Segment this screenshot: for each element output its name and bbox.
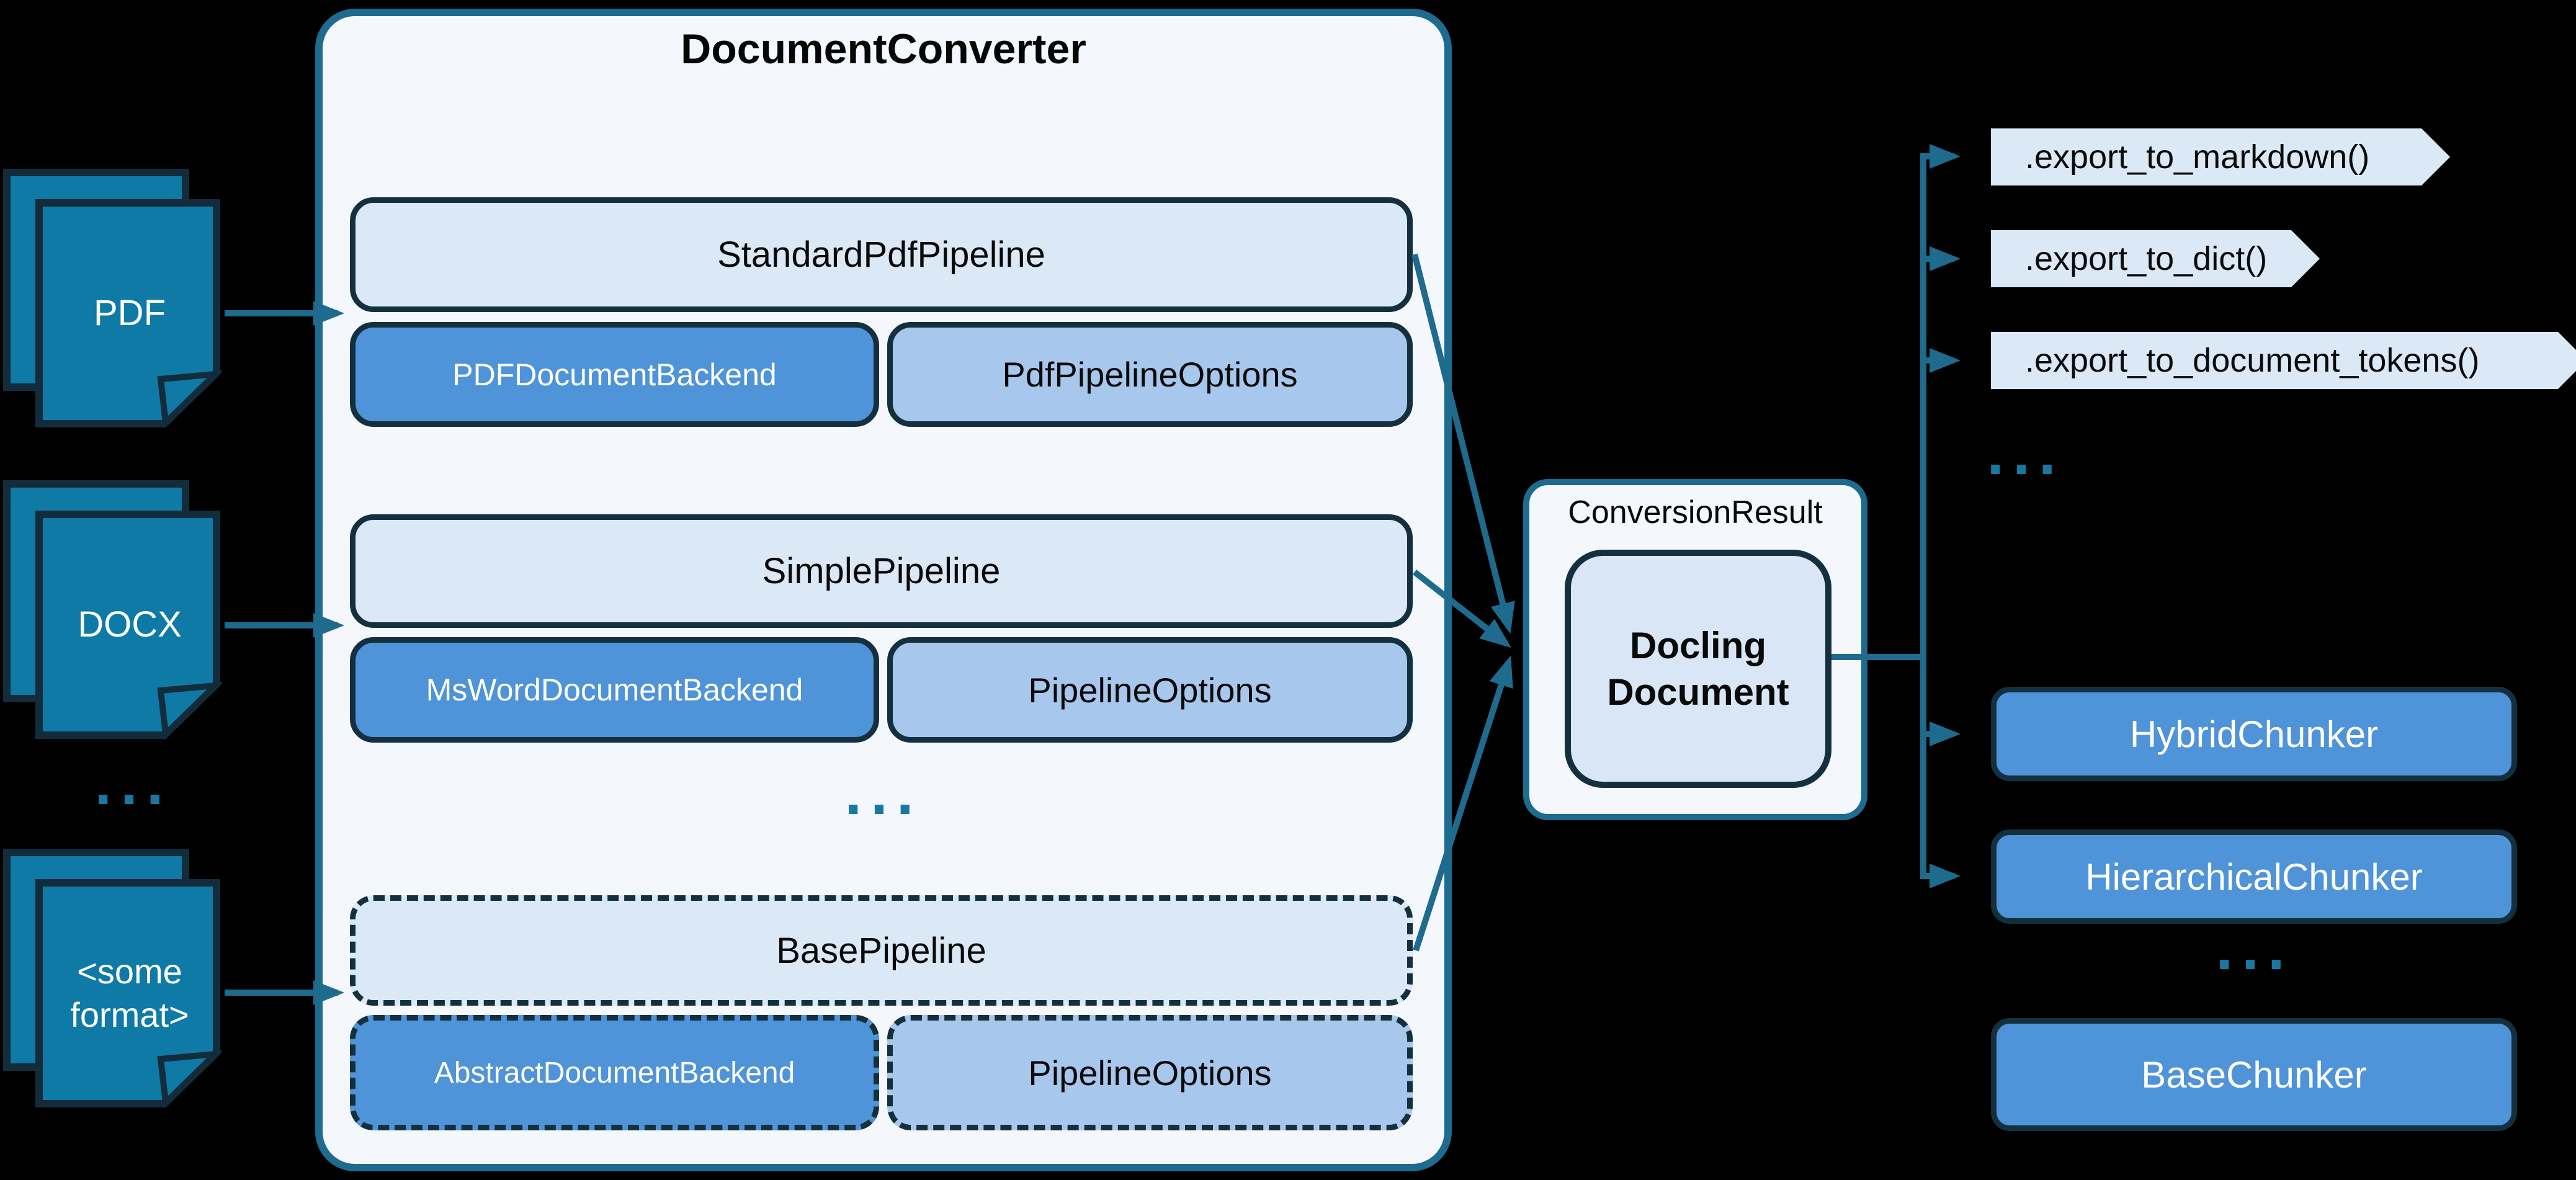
conversion-result-label: ConversionResult (1568, 494, 1823, 530)
simple-pipeline-box: SimplePipeline (350, 514, 1413, 628)
input-format-label: <some format> (70, 952, 189, 1034)
standard-pdf-pipeline-box: StandardPdfPipeline (350, 197, 1413, 312)
export-to-dict-banner: .export_to_dict() (1991, 230, 2320, 287)
abstract-document-backend-box: AbstractDocumentBackend (350, 1015, 879, 1130)
exports-ellipsis: ... (1987, 418, 2065, 488)
stacked-pages-icon (3, 849, 224, 1109)
base-pipeline-box: BasePipeline (350, 895, 1413, 1006)
some-format-files-icon: <some format> (1, 847, 224, 1109)
stacked-pages-icon (3, 480, 224, 741)
pdf-document-backend-box: PDFDocumentBackend (350, 322, 879, 427)
hybrid-chunker-box: HybridChunker (1991, 687, 2517, 781)
chunkers-ellipsis: ... (2216, 913, 2294, 983)
input-format-label: DOCX (78, 604, 182, 645)
inputs-ellipsis: ... (94, 748, 172, 818)
docx-files-icon: DOCX (1, 479, 224, 741)
converter-ellipsis: ... (844, 758, 923, 828)
input-format-label: PDF (94, 293, 166, 333)
stacked-pages-icon (3, 169, 224, 429)
docling-document-box: Docling Document (1565, 550, 1831, 788)
export-to-markdown-banner: .export_to_markdown() (1991, 128, 2450, 185)
pdf-pipeline-options-box: PdfPipelineOptions (887, 322, 1413, 427)
document-converter-title: DocumentConverter (681, 25, 1086, 73)
pipeline-options-box: PipelineOptions (887, 1015, 1413, 1130)
hierarchical-chunker-box: HierarchicalChunker (1991, 829, 2517, 924)
pdf-files-icon: PDF (1, 168, 224, 429)
pipeline-options-box: PipelineOptions (887, 637, 1413, 743)
export-to-document-tokens-banner: .export_to_document_tokens() (1991, 332, 2576, 389)
base-chunker-box: BaseChunker (1991, 1018, 2517, 1131)
msword-document-backend-box: MsWordDocumentBackend (350, 637, 879, 743)
